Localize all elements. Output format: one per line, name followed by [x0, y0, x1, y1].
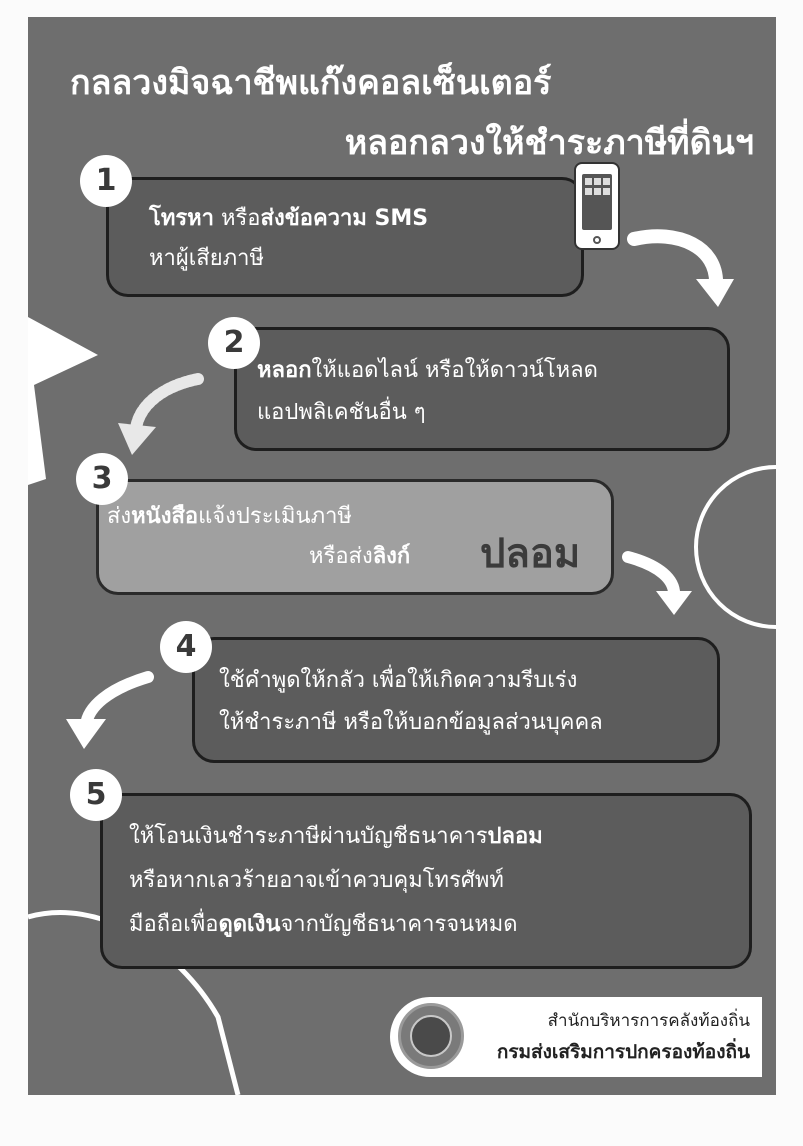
- step-2-line-1: หลอกให้แอดไลน์ หรือให้ดาวน์โหลด: [257, 352, 598, 390]
- step-3-line-1: ส่งหนังสือแจ้งประเมินภาษี: [107, 498, 352, 536]
- left-notch-shape: [28, 317, 98, 485]
- step-5-transfer: ให้โอนเงินชำระภาษีผ่านบัญชีธนาคาร: [129, 824, 488, 849]
- department-seal-icon: [398, 1003, 464, 1069]
- step-5-bold-fake: ปลอม: [487, 824, 543, 849]
- step-5-bold-drain: ดูดเงิน: [218, 912, 281, 937]
- step-3-bold-letter: หนังสือ: [131, 504, 199, 529]
- step-5-line-1: ให้โอนเงินชำระภาษีผ่านบัญชีธนาคารปลอม: [129, 818, 543, 856]
- step-5-line-2: หรือหากเลวร้ายอาจเข้าควบคุมโทรศัพท์: [129, 868, 504, 893]
- step-2-text: ให้แอดไลน์ หรือให้ดาวน์โหลด: [311, 358, 598, 383]
- step-1-bold-call: โทรหา: [149, 206, 214, 231]
- step-1-box: โทรหา หรือส่งข้อความ SMS หาผู้เสียภาษี: [106, 177, 584, 297]
- step-2-box: หลอกให้แอดไลน์ หรือให้ดาวน์โหลด แอปพลิเค…: [234, 327, 730, 451]
- step-5-box: ให้โอนเงินชำระภาษีผ่านบัญชีธนาคารปลอม หร…: [100, 793, 752, 969]
- step-5-from-account: จากบัญชีธนาคารจนหมด: [280, 912, 518, 937]
- step-5-number: 5: [70, 769, 122, 821]
- step-1-line-1: โทรหา หรือส่งข้อความ SMS: [149, 200, 428, 238]
- step-2-bold-deceive: หลอก: [257, 358, 312, 383]
- arrow-step3-head-icon: [656, 591, 692, 615]
- step-5-phone: มือถือเพื่อ: [129, 912, 219, 937]
- step-3-number: 3: [76, 453, 128, 505]
- step-4-box: ใช้คำพูดให้กลัว เพื่อให้เกิดความรีบเร่ง …: [192, 637, 720, 763]
- step-3-line-2: หรือส่งลิงก์: [309, 538, 410, 576]
- step-3-send: ส่ง: [107, 504, 132, 529]
- step-3-assessment: แจ้งประเมินภาษี: [198, 504, 352, 529]
- title-line-1: กลลวงมิจฉาชีพแก๊งคอลเซ็นเตอร์: [70, 63, 552, 103]
- step-5-line-3: มือถือเพื่อดูดเงินจากบัญชีธนาคารจนหมด: [129, 906, 518, 944]
- fake-stamp-text: ปลอม: [480, 531, 581, 577]
- arrow-step2-head-icon: [118, 423, 156, 455]
- office-name: สำนักบริหารการคลังท้องถิ่น: [547, 1011, 750, 1031]
- arrow-step1-head-icon: [696, 279, 734, 307]
- step-1-bold-sms: ส่งข้อความ SMS: [260, 206, 429, 231]
- title-line-2: หลอกลวงให้ชำระภาษีที่ดินฯ: [344, 123, 754, 163]
- step-2-number: 2: [208, 317, 260, 369]
- right-arc-shape: [694, 465, 776, 629]
- arrow-step1-icon: [627, 229, 724, 292]
- step-1-number: 1: [80, 155, 132, 207]
- arrow-step2-icon: [130, 373, 204, 435]
- step-3-box: ส่งหนังสือแจ้งประเมินภาษี หรือส่งลิงก์: [96, 479, 614, 595]
- department-name: กรมส่งเสริมการปกครองท้องถิ่น: [496, 1041, 750, 1063]
- step-3-bold-link: ลิงก์: [372, 544, 411, 569]
- arrow-step4-head-icon: [66, 719, 106, 749]
- step-2-line-2: แอปพลิเคชันอื่น ๆ: [257, 400, 426, 425]
- step-3-or-send: หรือส่ง: [309, 544, 373, 569]
- step-1-line-2: หาผู้เสียภาษี: [149, 246, 264, 271]
- step-1-or: หรือ: [214, 206, 261, 231]
- arrow-step4-icon: [80, 671, 154, 731]
- step-4-line-2: ให้ชำระภาษี หรือให้บอกข้อมูลส่วนบุคคล: [219, 710, 603, 735]
- step-4-number: 4: [160, 621, 212, 673]
- smartphone-icon: [574, 162, 620, 250]
- step-4-line-1: ใช้คำพูดให้กลัว เพื่อให้เกิดความรีบเร่ง: [219, 668, 578, 693]
- footer: สำนักบริหารการคลังท้องถิ่น กรมส่งเสริมกา…: [390, 997, 762, 1077]
- poster: กลลวงมิจฉาชีพแก๊งคอลเซ็นเตอร์ หลอกลวงให้…: [28, 17, 776, 1095]
